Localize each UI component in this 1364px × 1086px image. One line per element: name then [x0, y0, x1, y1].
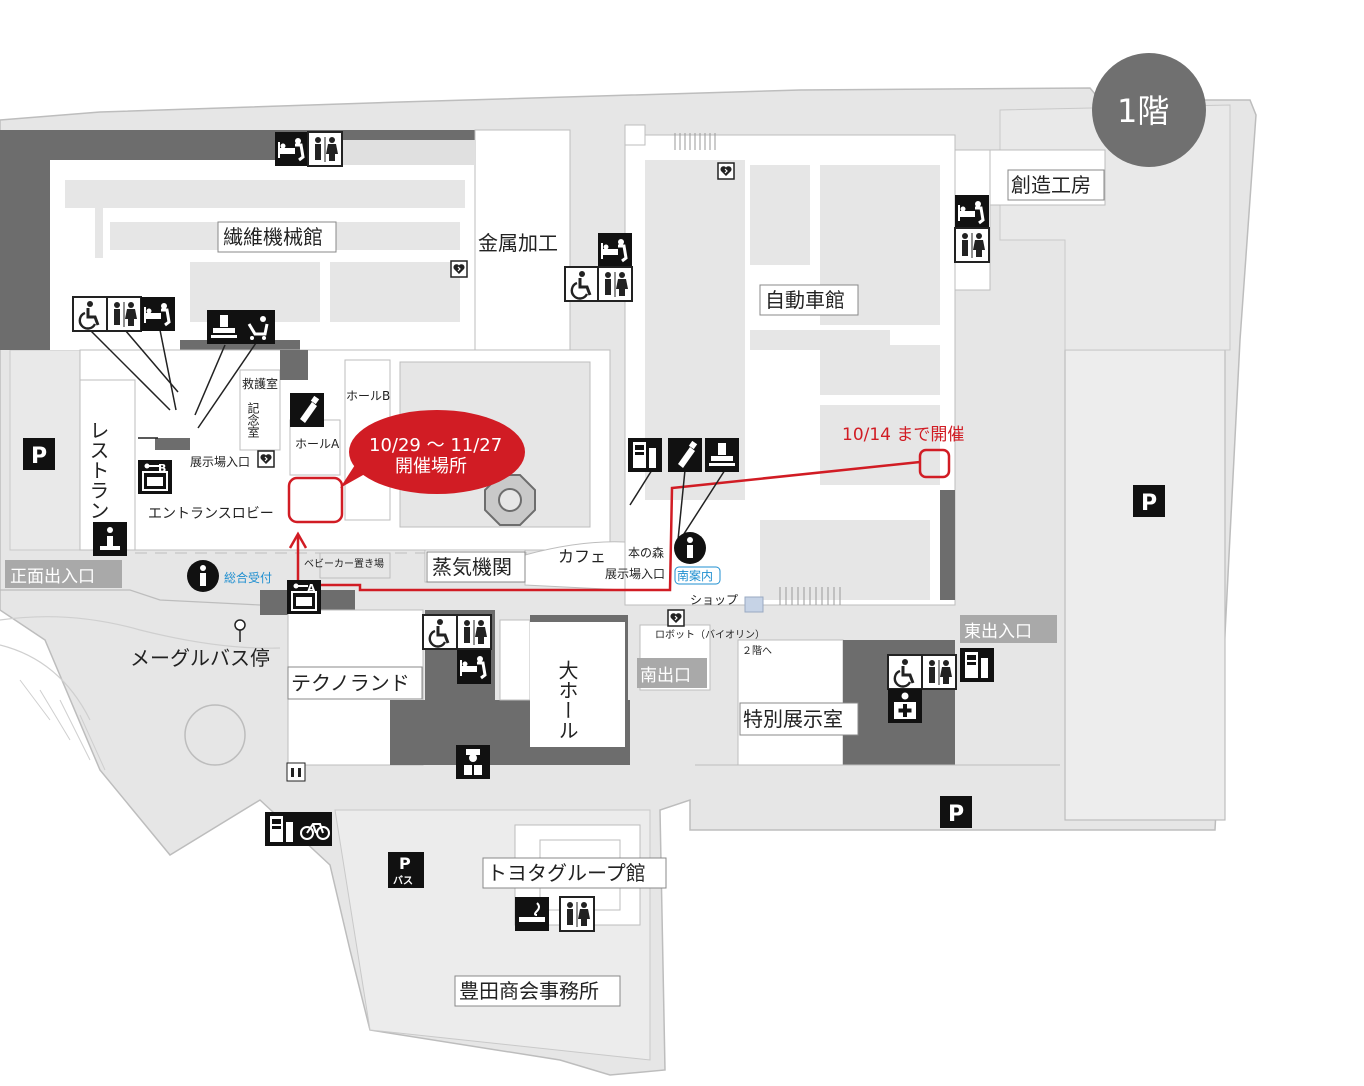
venue-callout	[340, 410, 525, 494]
smoking-icon	[514, 896, 550, 932]
auto-hall-block	[624, 124, 956, 613]
wheelchair-icon	[71, 295, 109, 333]
label-exhibit-entry: 展示場入口	[190, 455, 250, 469]
locker-icon	[137, 459, 173, 495]
wheelchair-icon	[421, 613, 459, 651]
restroom-icon	[106, 296, 142, 332]
svg-text:P: P	[31, 444, 47, 469]
locker-icon	[286, 579, 322, 615]
label-exhibit-entry-2: 展示場入口	[605, 567, 665, 581]
floor-number: 1階	[1117, 92, 1169, 130]
parking-area-east	[1064, 349, 1226, 821]
label-special: 特別展示室	[743, 707, 843, 731]
wheelchair-icon	[886, 653, 924, 691]
stamp-icon	[207, 310, 241, 344]
svg-text:P: P	[1141, 491, 1157, 516]
label-baby-car: ベビーカー置き場	[304, 557, 384, 570]
label-robot: ロボット（バイオリン）	[655, 629, 765, 641]
bicycle-icon	[297, 811, 333, 847]
bus-parking-icon: P バス	[388, 852, 424, 888]
baby-changing-icon	[273, 130, 311, 168]
parking-icon: P	[23, 438, 55, 470]
label-hall-a: ホールA	[295, 437, 340, 451]
info-icon	[674, 532, 706, 564]
svg-text:B: B	[158, 462, 166, 475]
staff-icon	[456, 745, 490, 779]
label-textile-hall: 繊維機械館	[223, 225, 323, 249]
restroom-icon	[921, 654, 957, 690]
baby-changing-icon	[596, 231, 634, 269]
aed-icon	[450, 260, 468, 278]
room-labels: 救護室 記念室 ホールA ホールB 展示場入口 ベビーカー置き場 本の森 展示場…	[190, 376, 772, 657]
label-auto-hall: 自動車館	[765, 288, 845, 312]
parking-icon: P	[940, 796, 972, 828]
label-reception: 総合受付	[224, 570, 272, 585]
first-aid-icon	[888, 689, 922, 723]
label-hall-b: ホールB	[346, 389, 390, 403]
label-steam: 蒸気機関	[432, 555, 512, 579]
vending-icon	[265, 812, 299, 846]
parking-icon: P	[1133, 485, 1165, 517]
label-entrance-lobby: エントランスロビー	[148, 506, 274, 522]
restroom-icon	[456, 614, 492, 650]
label-techno: テクノランド	[291, 671, 410, 695]
label-sozo: 創造工房	[1011, 173, 1091, 197]
label-cafe: カフェ	[558, 547, 606, 566]
restroom-icon	[286, 762, 306, 782]
baby-bottle-icon	[668, 438, 702, 472]
label-bus-stop: メーグルバス停	[130, 646, 270, 670]
label-front-exit: 正面出入口	[10, 567, 95, 587]
baby-bottle-icon	[290, 393, 324, 427]
label-east-exit: 東出入口	[964, 622, 1032, 642]
vending-icon	[628, 438, 662, 472]
building-labels: 繊維機械館 金属加工 自動車館 創造工房 レストラン エントランスロビー 蒸気機…	[86, 169, 1105, 1007]
restroom-icon	[954, 227, 990, 263]
label-metal: 金属加工	[478, 231, 558, 255]
label-group-hall: トヨタグループ館	[487, 861, 646, 885]
label-honnomori: 本の森	[628, 545, 664, 560]
vending-icon	[960, 648, 994, 682]
aed-icon	[717, 162, 735, 180]
svg-text:P: P	[948, 802, 964, 827]
restroom-icon	[307, 131, 343, 167]
aed-icon	[667, 609, 685, 627]
event-venue-label: 開催場所	[395, 456, 467, 477]
floor-badge: 1階	[1092, 53, 1206, 167]
stamp-icon	[705, 438, 739, 472]
label-stairs: ２階へ	[742, 645, 772, 657]
label-south-exit: 南出口	[640, 666, 691, 686]
restroom-icon	[559, 896, 595, 932]
label-shop: ショップ	[690, 593, 738, 607]
svg-text:A: A	[307, 582, 316, 595]
label-kyugo: 救護室	[242, 376, 278, 391]
info-icon	[93, 522, 127, 556]
svg-text:バス: バス	[393, 875, 413, 887]
info-icon	[187, 560, 219, 592]
event-dates: 10/29 ～ 11/27	[369, 435, 502, 456]
restroom-icon	[597, 266, 633, 302]
svg-text:P: P	[399, 854, 411, 873]
label-kinen: 記念室	[246, 401, 260, 438]
baby-changing-icon	[953, 193, 991, 231]
label-big-hall: 大ホール	[555, 660, 579, 740]
label-office: 豊田商会事務所	[459, 979, 599, 1003]
exit-labels: 正面出入口 南出口 東出入口	[5, 560, 1057, 688]
baby-changing-icon	[139, 295, 177, 333]
aed-icon	[257, 450, 275, 468]
wheelchair-icon	[563, 265, 601, 303]
event-until: 10/14 まで開催	[842, 425, 964, 445]
label-restaurant: レストラン	[86, 420, 110, 520]
label-south-info: 南案内	[677, 568, 713, 583]
nursing-icon	[239, 308, 277, 346]
baby-changing-icon	[455, 648, 493, 686]
